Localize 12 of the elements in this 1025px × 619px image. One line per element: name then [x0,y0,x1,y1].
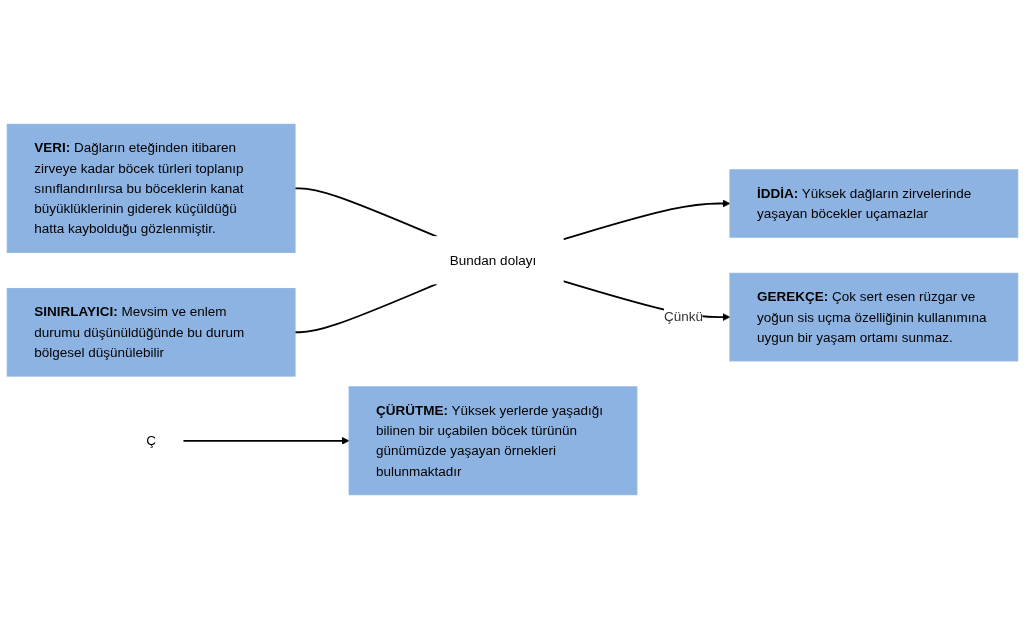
node-text: Ç [146,432,157,448]
node-box: GEREKÇE: Çok sert esen rüzgar ve yoğun sis uçma özelliğinin kullanımına uygun bir yaşam ortamı sunmaz. [729,272,1019,362]
arrow [182,436,350,445]
node-box: SINIRLAYICI: Mevsim ve enlem durumu düşünüldüğünde bu durum bölgesel düşünülebilir [6,287,296,377]
node-text: Bundan dolayı [449,251,537,268]
node-box: ÇÜRÜTME: Yüksek yerlerde yaşadığı bilinen bir uçabilen böcek türünün günümüzde yaşayan örnekleri bulunmaktadır [348,386,638,496]
arrow [562,199,731,241]
edge-label: Çünkü [663,308,703,325]
connector [294,187,438,238]
connector [294,283,438,334]
node-box: VERI: Dağların eteğinden itibaren zirveye kadar böcek türleri toplanıp sınıflandırılırsa bu böceklerin kanat büyüklüklerinin giderek küçüldüğü hatta kaybolduğu gözlenmiştir. [6,123,296,253]
node-box: İDDİA: Yüksek dağların zirvelerinde yaşayan böcekler uçamazlar [729,169,1019,238]
